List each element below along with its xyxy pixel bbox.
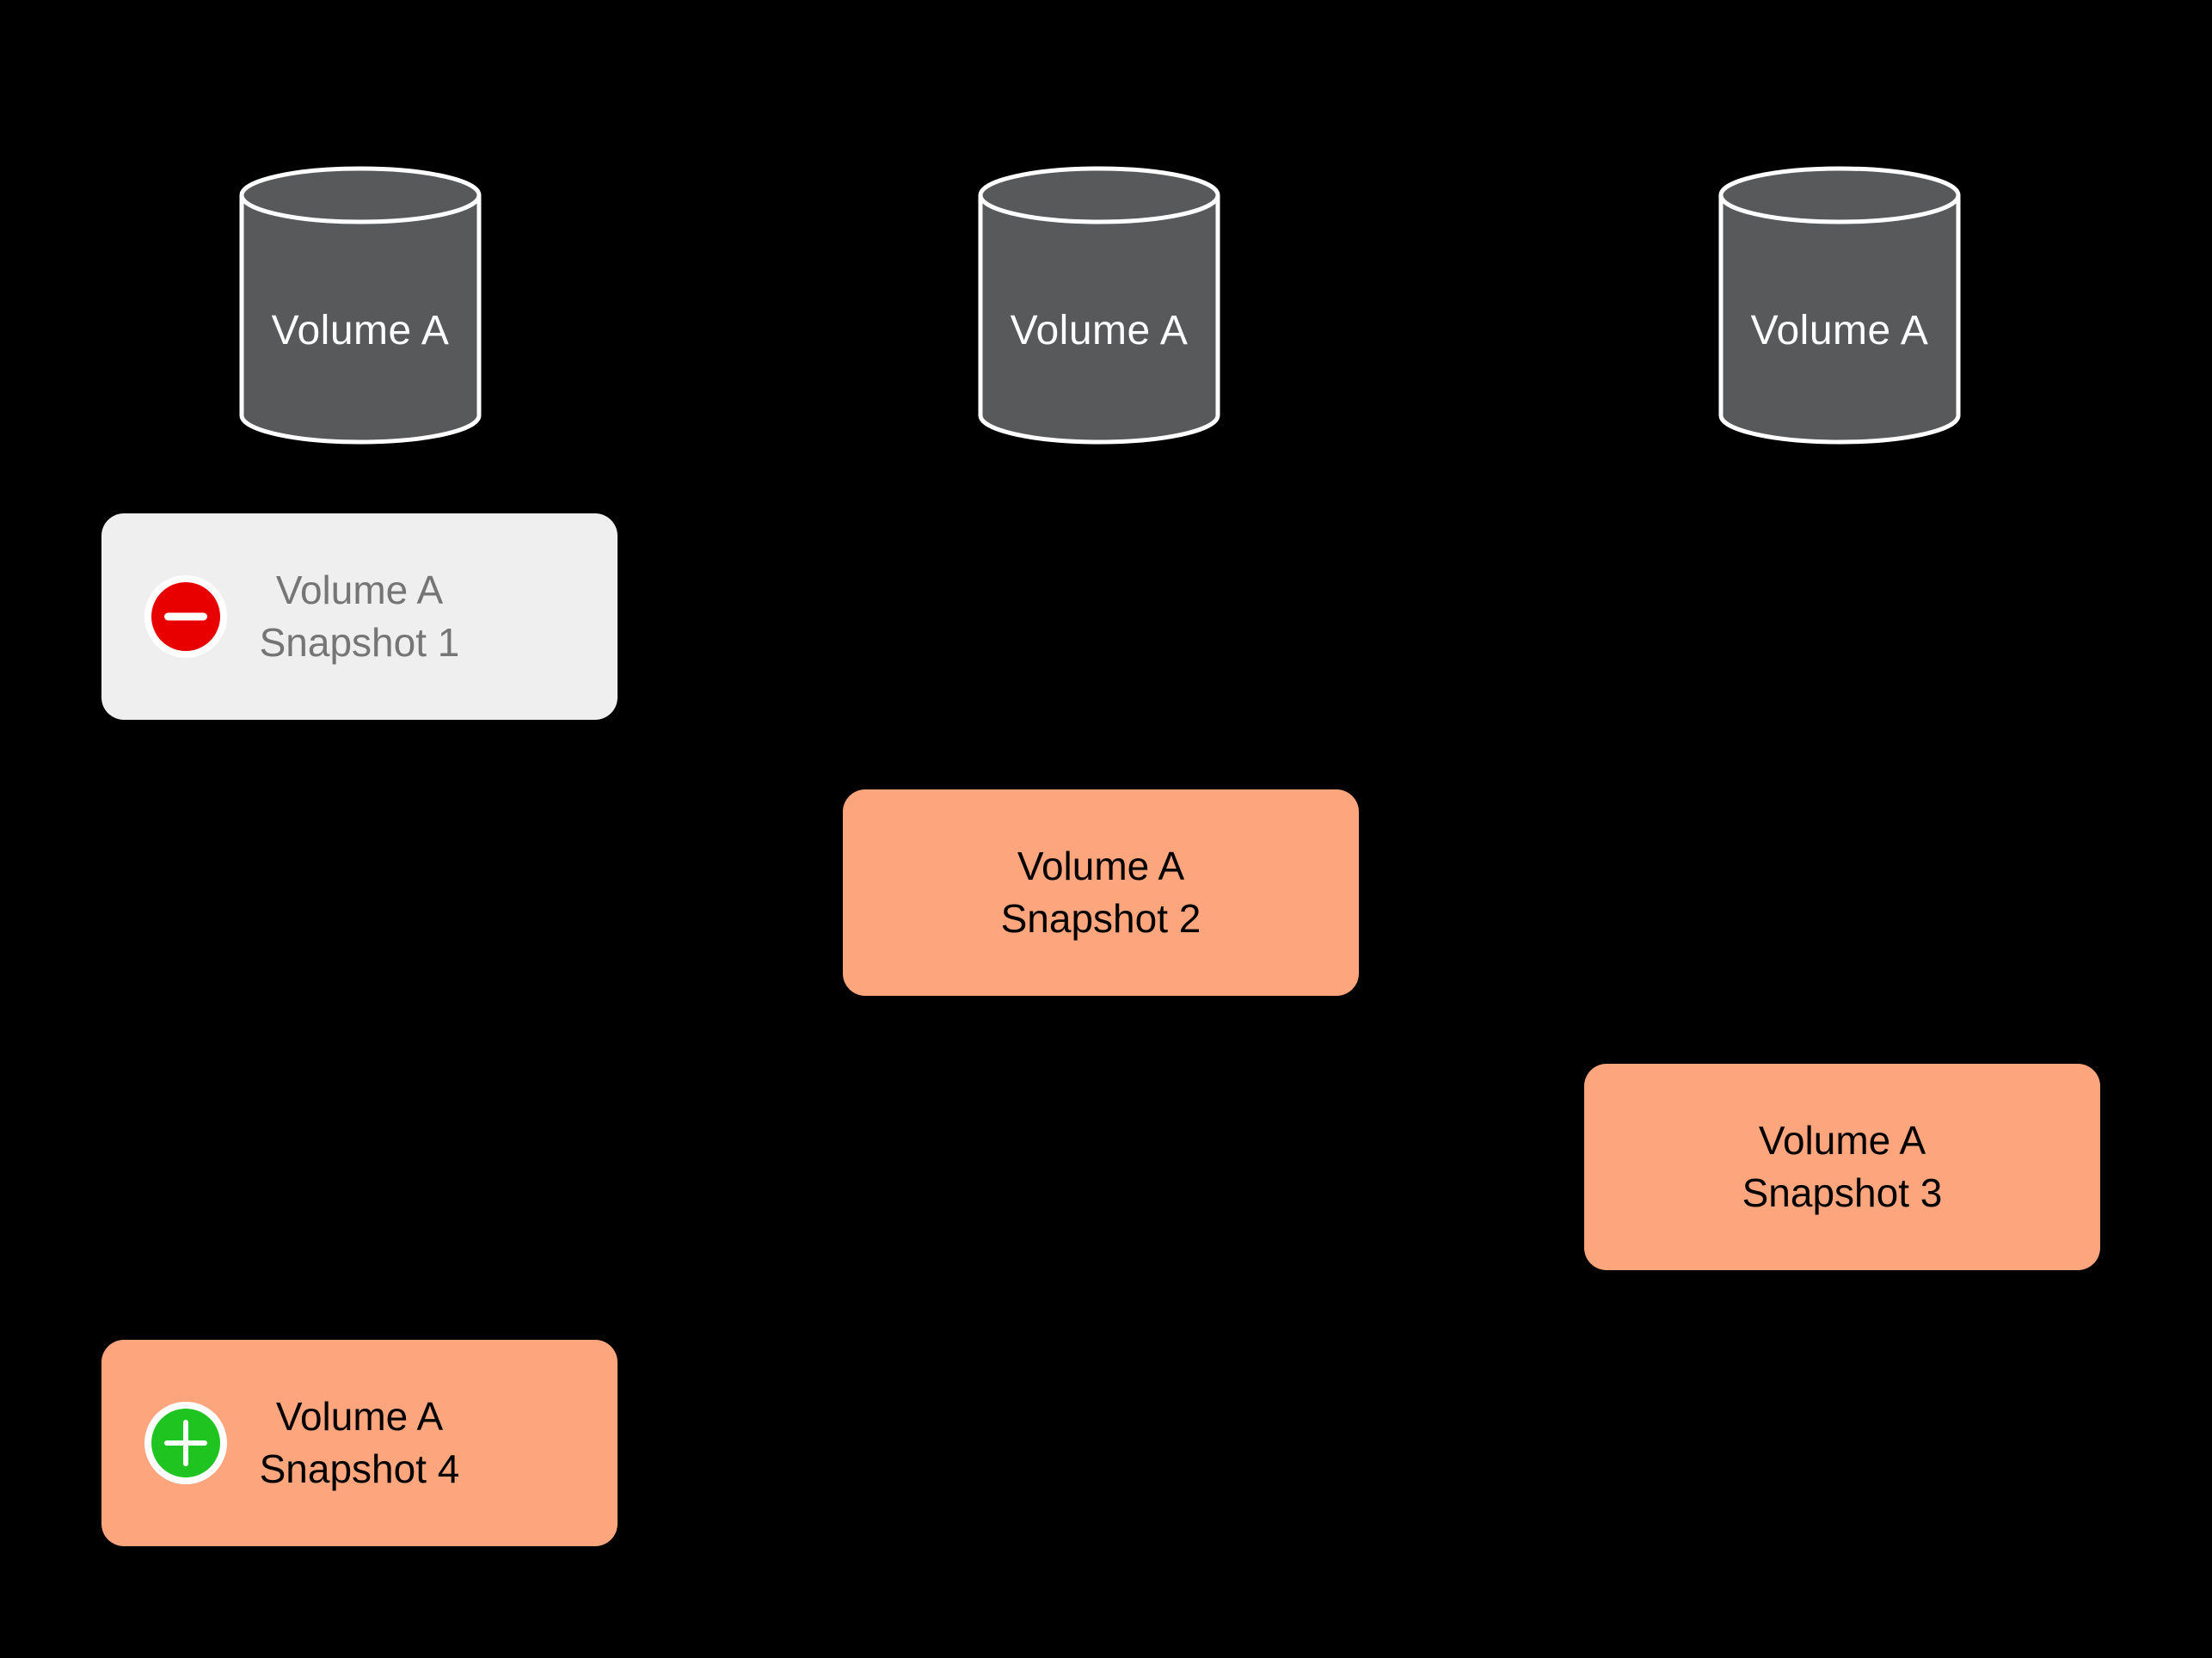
volume-cylinder-1: Volume A (239, 166, 482, 445)
snapshot-card-3: Volume A Snapshot 3 (1584, 1064, 2100, 1270)
snapshot-card-1: Volume A Snapshot 1 (101, 513, 618, 720)
snapshot-card-4: Volume A Snapshot 4 (101, 1340, 618, 1546)
snapshot-title: Volume A (1758, 1118, 1926, 1163)
plus-icon (144, 1402, 227, 1484)
snapshot-title: Volume A (275, 1394, 444, 1439)
volume-label: Volume A (1010, 308, 1189, 353)
volume-label: Volume A (271, 308, 450, 353)
snapshot-subtitle: Snapshot 1 (259, 620, 460, 665)
snapshot-card-2: Volume A Snapshot 2 (843, 789, 1359, 996)
snapshot-subtitle: Snapshot 4 (259, 1446, 460, 1491)
minus-icon (144, 575, 227, 658)
snapshot-title: Volume A (275, 568, 444, 612)
snapshot-subtitle: Snapshot 3 (1742, 1170, 1943, 1215)
database-cylinder-icon (1718, 166, 1961, 445)
database-cylinder-icon (239, 166, 482, 445)
volume-cylinder-2: Volume A (978, 166, 1220, 445)
volume-cylinder-3: Volume A (1718, 166, 1961, 445)
database-cylinder-icon (978, 166, 1220, 445)
snapshot-title: Volume A (1017, 844, 1185, 888)
snapshot-subtitle: Snapshot 2 (1000, 896, 1201, 941)
volume-label: Volume A (1750, 308, 1929, 353)
